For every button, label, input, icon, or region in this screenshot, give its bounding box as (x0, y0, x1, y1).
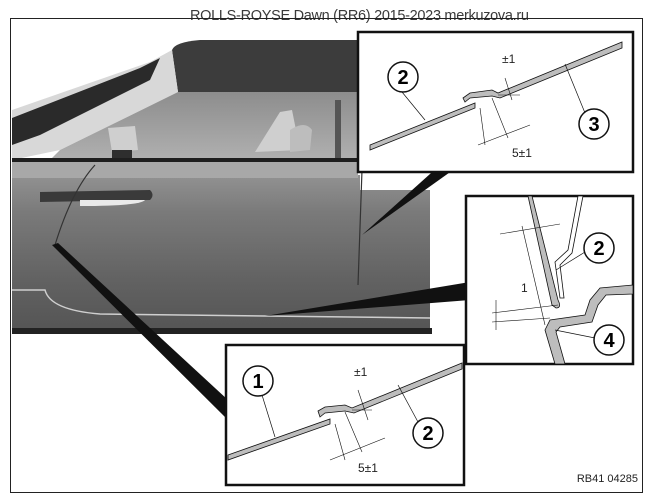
callout-3-top: 3 (588, 114, 599, 136)
tolerance-bottom: ±1 (354, 365, 368, 379)
figure-reference: RB41 04285 (576, 473, 638, 485)
figure-frame (10, 18, 643, 493)
overlap-dim-bottom: 5±1 (358, 461, 378, 475)
callout-2-bottom: 2 (422, 423, 433, 445)
leader-top (362, 165, 460, 235)
detail-bottom (224, 343, 466, 487)
leader-bottom (52, 243, 228, 420)
detail-top (356, 30, 635, 174)
callout-2-right: 2 (593, 238, 604, 260)
gap-dim-right: 1 (521, 281, 528, 295)
tolerance-top: ±1 (502, 52, 516, 66)
car-illustration (12, 40, 432, 334)
callout-2-top: 2 (397, 67, 408, 89)
leader-right (265, 282, 470, 316)
callout-1-bottom: 1 (252, 371, 263, 393)
overlap-dim-top: 5±1 (512, 146, 532, 160)
watermark-text: ROLLS-ROYSE Dawn (RR6) 2015-2023 merkuzo… (190, 8, 529, 24)
detail-right (464, 194, 635, 366)
callout-4-right: 4 (603, 330, 615, 352)
